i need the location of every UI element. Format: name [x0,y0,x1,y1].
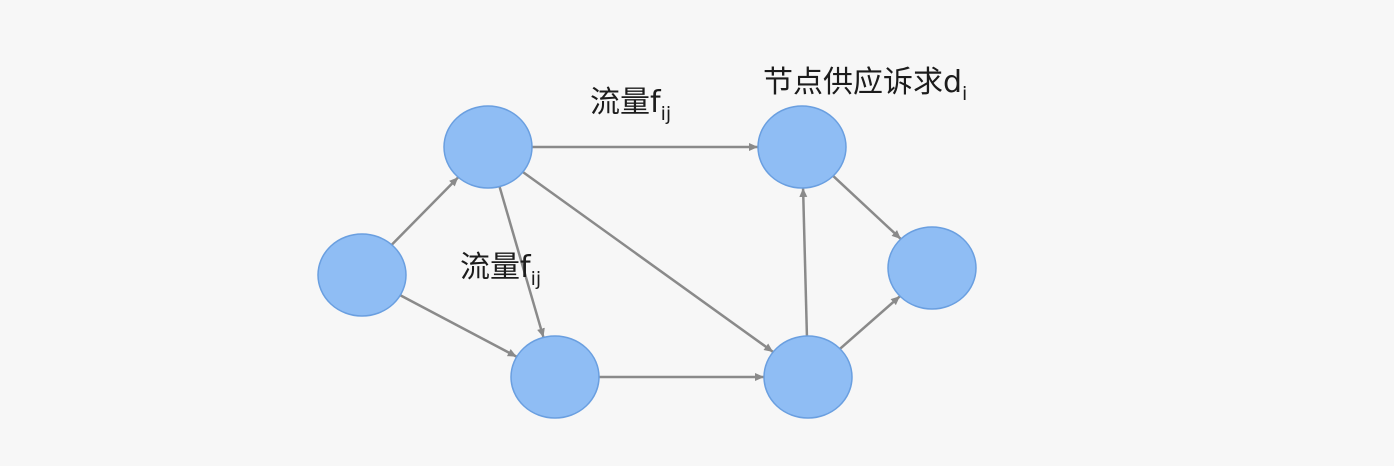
flow-label-middle-main: 流量f [460,250,531,285]
node-C [510,335,600,419]
edge-E-D [799,187,809,337]
nodes-layer [317,105,977,419]
node-A [317,233,407,317]
flow-label-top-subscript: ij [660,103,672,125]
edge-A-B [390,176,460,246]
flow-label-top: 流量fij [590,88,671,124]
node-D [757,105,847,189]
flow-label-middle: 流量fij [460,253,541,289]
flow-label-middle-subscript: ij [530,268,542,290]
node-F [887,226,977,310]
edge-B-C [498,186,545,338]
flow-label-top-main: 流量f [590,85,661,120]
node-E [763,335,853,419]
demand-label-main: 节点供应诉求d [763,65,963,100]
edge-E-F [839,295,901,350]
demand-label: 节点供应诉求di [763,68,967,104]
edges-layer [390,143,902,381]
edge-B-E [522,171,774,353]
edge-D-F [832,175,902,240]
demand-label-subscript: i [962,83,968,105]
edge-A-C [399,294,518,358]
node-B [443,105,533,189]
